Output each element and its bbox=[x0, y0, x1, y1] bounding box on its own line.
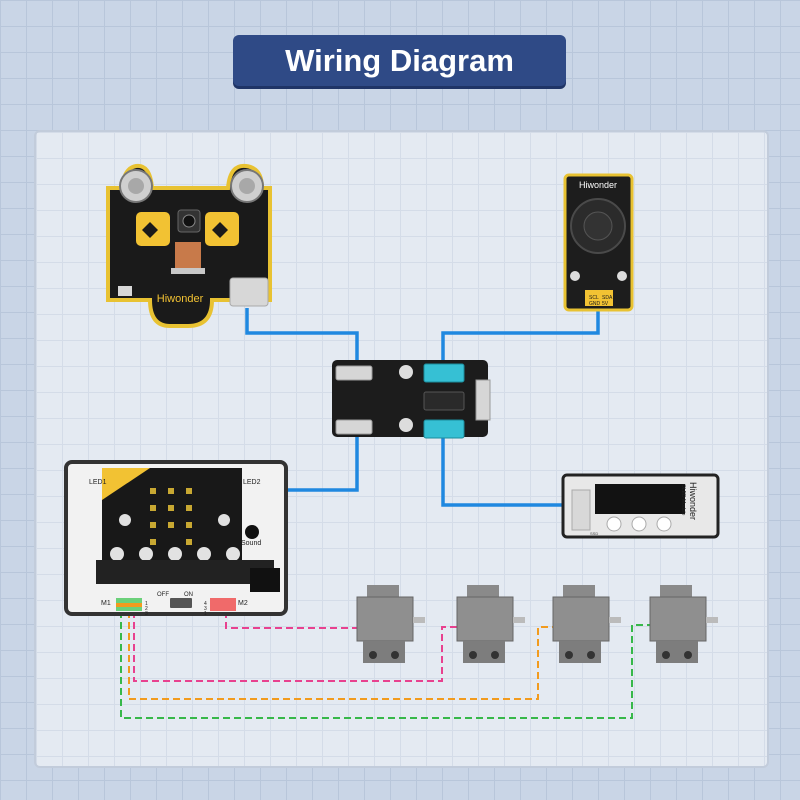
oled-brand-text: Hiwonder bbox=[688, 482, 698, 520]
port-num-left-2: 2 bbox=[145, 606, 148, 612]
speaker-pin-4: 5V bbox=[602, 301, 609, 307]
off-label: OFF bbox=[157, 592, 169, 598]
port-num-right-1: 4 bbox=[204, 601, 207, 607]
oled-code-text: SSD bbox=[590, 531, 598, 536]
sound-label: Sound bbox=[241, 540, 261, 547]
port-num-left-1: 1 bbox=[145, 601, 148, 607]
on-label: ON bbox=[184, 592, 193, 598]
port-num-left-3: 3 bbox=[145, 611, 148, 617]
expansion-board: LED1 LED2 Sound M1 M2 OFF ON 1 2 3 4 3 1 bbox=[64, 460, 288, 617]
camera-brand-text: Hiwonder bbox=[157, 293, 204, 305]
hub-port-2 bbox=[423, 419, 465, 439]
button-a-icon bbox=[119, 514, 131, 526]
hub-port-1 bbox=[423, 363, 465, 383]
servo-4 bbox=[649, 585, 718, 663]
page-title: Wiring Diagram bbox=[285, 42, 514, 78]
i2c-wires bbox=[245, 308, 600, 507]
wire-servo-2 bbox=[128, 611, 553, 700]
led1-label: LED1 bbox=[89, 479, 107, 486]
camera-board: Hiwonder bbox=[106, 163, 272, 328]
wire-servo-3 bbox=[120, 611, 650, 719]
oled-label-text: OLED Module bbox=[680, 484, 686, 516]
title-banner: Wiring Diagram bbox=[233, 35, 566, 86]
wire-camera-to-hub bbox=[245, 308, 359, 370]
port-num-right-2: 3 bbox=[204, 606, 207, 612]
power-switch bbox=[170, 598, 192, 608]
servo-1 bbox=[356, 585, 425, 663]
speaker-pin-1: SCL bbox=[589, 295, 599, 301]
m1-label: M1 bbox=[101, 600, 111, 607]
port-num-right-3: 1 bbox=[204, 611, 207, 617]
wire-speaker-to-hub bbox=[441, 308, 600, 370]
wire-servo-1 bbox=[225, 611, 357, 629]
speaker-brand-text: Hiwonder bbox=[579, 180, 617, 190]
oled-module: Hiwonder OLED Module SSD bbox=[561, 473, 720, 539]
led-matrix bbox=[150, 488, 192, 545]
servo-3 bbox=[552, 585, 621, 663]
wire-hub-to-board bbox=[282, 425, 359, 492]
oled-screen bbox=[595, 484, 685, 514]
m2-label: M2 bbox=[238, 600, 248, 607]
button-b-icon bbox=[218, 514, 230, 526]
speaker-pin-3: GND bbox=[589, 301, 601, 307]
led2-label: LED2 bbox=[243, 479, 261, 486]
wire-hub-to-oled bbox=[441, 425, 567, 507]
servo-wires bbox=[120, 611, 650, 719]
wire-servo-1b bbox=[133, 611, 457, 682]
speaker-pin-2: SDA bbox=[602, 295, 613, 301]
i2c-hub-module bbox=[332, 360, 491, 439]
servo-2 bbox=[456, 585, 525, 663]
speaker-module: Hiwonder SCL SDA GND 5V bbox=[563, 173, 634, 312]
